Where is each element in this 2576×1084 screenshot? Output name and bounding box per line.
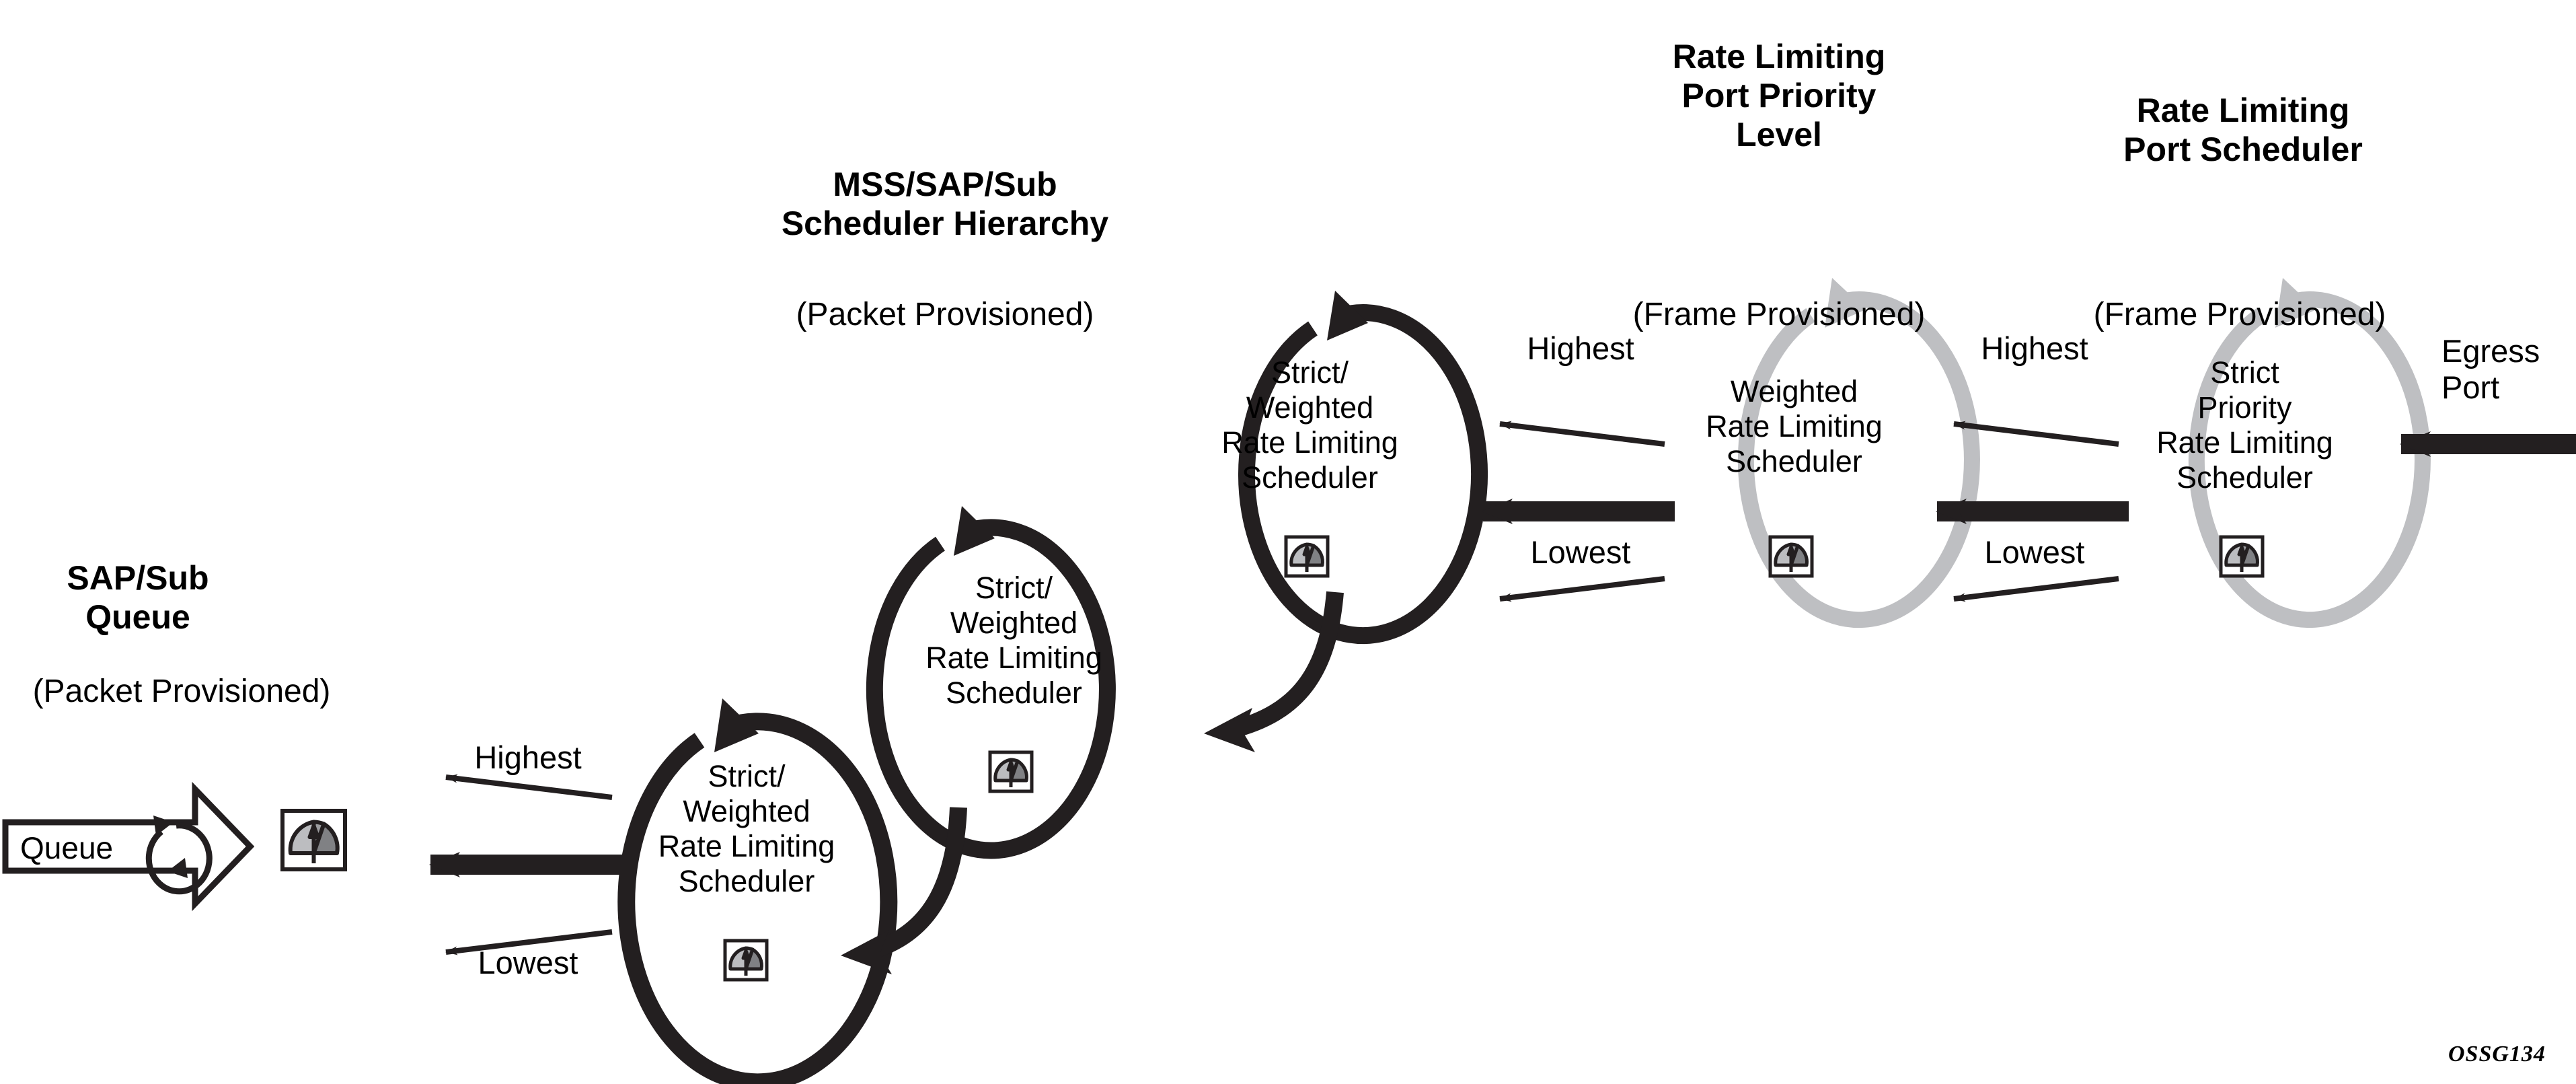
heading-subtitle-sap-sub-queue: (Packet Provisioned) xyxy=(32,674,331,709)
connector-top-to-mid xyxy=(1204,591,1344,752)
label-highest-port-scheduler: Highest xyxy=(1981,330,2088,366)
sap-sub-scheduler-ellipse xyxy=(617,698,898,1084)
mid-scheduler-label: Strict/ Weighted Rate Limiting Scheduler xyxy=(925,571,1102,710)
strict-priority-scheduler-label: Strict Priority Rate Limiting Scheduler xyxy=(2156,355,2333,495)
heading-title-mss-sap-sub: MSS/SAP/Sub Scheduler Hierarchy xyxy=(781,166,1109,242)
gauge-meter-icon xyxy=(988,750,1034,793)
heading-subtitle-port-scheduler: (Frame Provisioned) xyxy=(2093,297,2386,332)
weighted-scheduler-label: Weighted Rate Limiting Scheduler xyxy=(1706,374,1883,478)
gauge-meter-icon xyxy=(280,809,347,871)
sap-sub-scheduler-label: Strict/ Weighted Rate Limiting Scheduler xyxy=(658,759,835,898)
gauge-meter-icon xyxy=(1284,535,1330,578)
heading-title-port-scheduler: Rate Limiting Port Scheduler xyxy=(2123,92,2363,168)
mid-scheduler-ellipse xyxy=(866,506,1116,859)
queue-block-shape xyxy=(2,781,255,912)
label-highest-port-priority: Highest xyxy=(1527,330,1634,366)
top-scheduler-ellipse xyxy=(1238,291,1488,645)
heading-title-port-priority-level: Rate Limiting Port Priority Level xyxy=(1672,38,1886,153)
label-highest-queue: Highest xyxy=(474,739,582,775)
gauge-meter-icon xyxy=(723,939,769,982)
connector-mid-to-bottom xyxy=(841,807,967,974)
top-scheduler-label: Strict/ Weighted Rate Limiting Scheduler xyxy=(1221,355,1398,495)
strict-priority-rate-limiting-ellipse xyxy=(2188,278,2431,628)
gauge-meter-icon xyxy=(2219,535,2265,578)
arrows-weighted-to-top-scheduler xyxy=(1482,421,1675,602)
queue-label: Queue xyxy=(20,830,114,865)
arrows-scheduler-to-queue xyxy=(429,774,624,955)
figure-id-label: OSSG134 xyxy=(2448,1042,2546,1067)
weighted-rate-limiting-ellipse xyxy=(1737,278,1980,628)
heading-subtitle-port-priority-level: (Frame Provisioned) xyxy=(1632,297,1926,332)
gauge-meter-icon xyxy=(1768,535,1814,578)
label-lowest-port-scheduler: Lowest xyxy=(1984,534,2085,570)
label-lowest-port-priority: Lowest xyxy=(1530,534,1631,570)
egress-port-label: Egress Port xyxy=(2441,333,2540,405)
arrows-strict-priority-to-weighted xyxy=(1936,421,2129,602)
heading-subtitle-mss-sap-sub: (Packet Provisioned) xyxy=(796,297,1094,332)
label-lowest-queue: Lowest xyxy=(478,945,578,980)
heading-title-sap-sub-queue: SAP/Sub Queue xyxy=(67,559,209,636)
